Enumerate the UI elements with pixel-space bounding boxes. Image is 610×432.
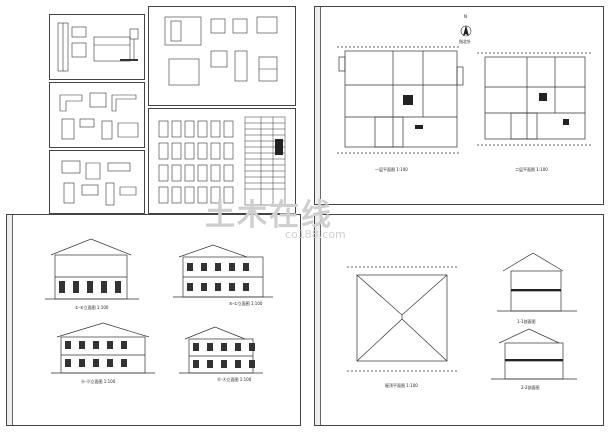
elevation-window <box>221 343 227 351</box>
roof-plan-caption: 屋顶平面图 1:100 <box>385 383 418 388</box>
window-type-symbol <box>184 120 195 138</box>
section-1-caption: 1-1剖面图 <box>517 319 536 324</box>
window-type-symbol <box>171 142 182 160</box>
elevation-sheet: ①-⑥立面图 1:100 ⑥-①立面图 1:100 Ⓐ-Ⓓ立面图 1:100 Ⓓ… <box>6 214 301 426</box>
window-type-symbol <box>171 186 182 204</box>
window-type-symbol <box>184 186 195 204</box>
elevation-window <box>215 263 221 271</box>
title-stripe <box>315 7 321 204</box>
elevation-window <box>79 359 85 367</box>
detail-sheet-e <box>148 108 296 214</box>
window-type-symbol <box>210 164 221 182</box>
elevation-window <box>243 263 249 271</box>
elevation-window <box>87 285 93 293</box>
window-type-symbol <box>171 120 182 138</box>
window-schedule-drawing <box>158 116 286 206</box>
elevation-window <box>121 341 127 349</box>
elevation-window <box>121 359 127 367</box>
detail-drawing-a <box>57 22 139 72</box>
elevation-window <box>229 283 235 291</box>
north-caption: 指北针 <box>459 39 471 44</box>
elevation-window <box>235 343 241 351</box>
window-type-symbol <box>197 120 208 138</box>
plan2-caption: 二层平面图 1:100 <box>515 167 548 172</box>
window-type-symbol <box>171 164 182 182</box>
window-type-symbol <box>158 164 169 182</box>
window-type-symbol <box>184 164 195 182</box>
window-type-symbol <box>223 186 234 204</box>
elevation-window <box>93 341 99 349</box>
elevation-window <box>107 341 113 349</box>
window-type-symbol <box>158 120 169 138</box>
detail-drawing-c <box>61 160 137 206</box>
elevation-window <box>207 360 213 368</box>
elevations-drawing <box>45 238 273 374</box>
title-stripe-3 <box>315 215 321 425</box>
elevation-window <box>229 263 235 271</box>
elevation-window <box>235 360 241 368</box>
elevation-3-caption: Ⓐ-Ⓓ立面图 1:100 <box>81 379 116 384</box>
detail-sheet-c <box>49 150 145 214</box>
detail-sheet-b <box>49 82 145 148</box>
plan1-caption: 一层平面图 1:100 <box>375 167 408 172</box>
detail-drawing-d <box>164 16 278 86</box>
elevation-window <box>59 285 65 293</box>
window-type-symbol <box>158 142 169 160</box>
window-type-symbol <box>223 142 234 160</box>
elevation-1-caption: ①-⑥立面图 1:100 <box>75 305 109 310</box>
elevation-window <box>207 343 213 351</box>
elevation-window <box>65 341 71 349</box>
window-type-symbol <box>197 164 208 182</box>
elevation-window <box>221 360 227 368</box>
elevation-window <box>249 360 255 368</box>
window-type-symbol <box>210 142 221 160</box>
section-2-caption: 2-2剖面图 <box>521 385 540 390</box>
roof-section-sheet: 屋顶平面图 1:100 1-1剖面图 2-2剖面图 <box>314 214 604 426</box>
elevation-window <box>187 263 193 271</box>
elevation-window <box>201 263 207 271</box>
floor-plan-sheet: N 指北针 一层平面图 1:100 二层平面图 1:100 <box>314 6 604 205</box>
title-stripe-2 <box>7 215 13 425</box>
elevation-window <box>93 359 99 367</box>
elevation-4-caption: Ⓓ-Ⓐ立面图 1:100 <box>217 377 252 382</box>
north-label: N <box>464 14 467 19</box>
detail-sheet-d <box>148 6 296 106</box>
window-type-symbol <box>197 186 208 204</box>
window-type-symbol <box>197 142 208 160</box>
floor-plans-drawing <box>337 25 591 154</box>
elevation-window <box>79 341 85 349</box>
elevation-window <box>249 343 255 351</box>
elevation-window <box>243 283 249 291</box>
window-type-symbol <box>210 186 221 204</box>
elevation-window <box>201 283 207 291</box>
elevation-window <box>193 360 199 368</box>
detail-sheet-a <box>49 14 145 80</box>
elevation-2-caption: ⑥-①立面图 1:100 <box>229 301 263 306</box>
elevation-window <box>115 285 121 293</box>
watermark-sub: co188.com <box>285 228 346 241</box>
elevation-window <box>65 359 71 367</box>
window-type-symbol <box>223 164 234 182</box>
elevation-window <box>187 283 193 291</box>
elevation-window <box>101 285 107 293</box>
roof-and-sections-drawing <box>347 252 577 380</box>
detail-drawing-b <box>59 92 139 140</box>
elevation-window <box>73 285 79 293</box>
window-type-symbol <box>158 186 169 204</box>
window-type-symbol <box>210 120 221 138</box>
elevation-window <box>215 283 221 291</box>
elevation-window <box>107 359 113 367</box>
elevation-window <box>193 343 199 351</box>
window-type-symbol <box>223 120 234 138</box>
watermark-text: 土木在线 <box>205 198 333 233</box>
window-type-symbol <box>184 142 195 160</box>
